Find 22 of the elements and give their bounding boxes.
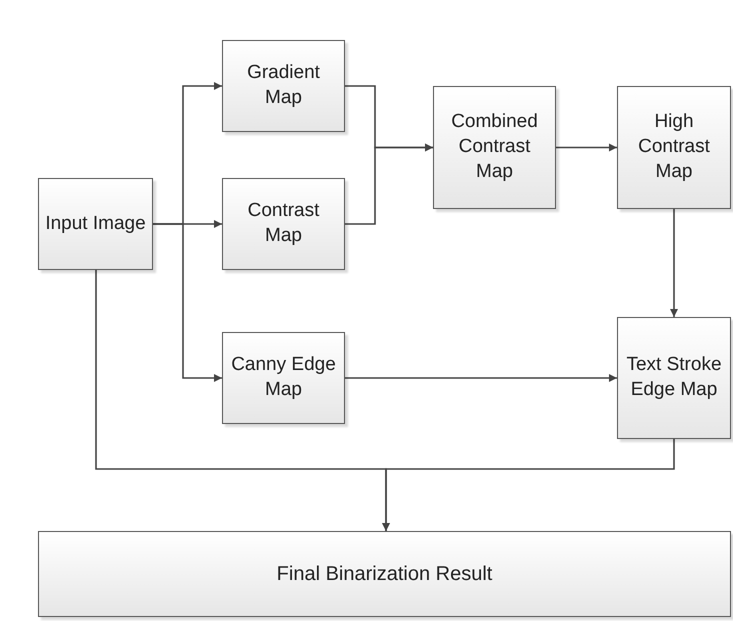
process-box (222, 332, 345, 424)
box-label: Gradient Map (246, 61, 321, 110)
process-box (617, 86, 731, 209)
box-label: Input Image (45, 212, 146, 236)
process-box (38, 178, 153, 270)
box-label: Canny Edge Map (230, 353, 337, 402)
arrow (670, 209, 678, 317)
arrow (153, 223, 222, 382)
process-box (433, 86, 556, 209)
box-label: Contrast Map (246, 199, 320, 248)
arrow (556, 144, 617, 152)
box-label: Text Stroke Edge Map (625, 353, 723, 402)
arrow (382, 439, 675, 531)
process-box (222, 40, 345, 132)
process-box (617, 317, 731, 439)
arrow (345, 374, 617, 382)
box-label: Final Binarization Result (276, 562, 492, 587)
process-box (222, 178, 345, 270)
box-label: Combined Contrast Map (450, 110, 539, 184)
process-box (38, 531, 731, 617)
box-label: High Contrast Map (637, 110, 711, 184)
arrow (345, 144, 433, 225)
